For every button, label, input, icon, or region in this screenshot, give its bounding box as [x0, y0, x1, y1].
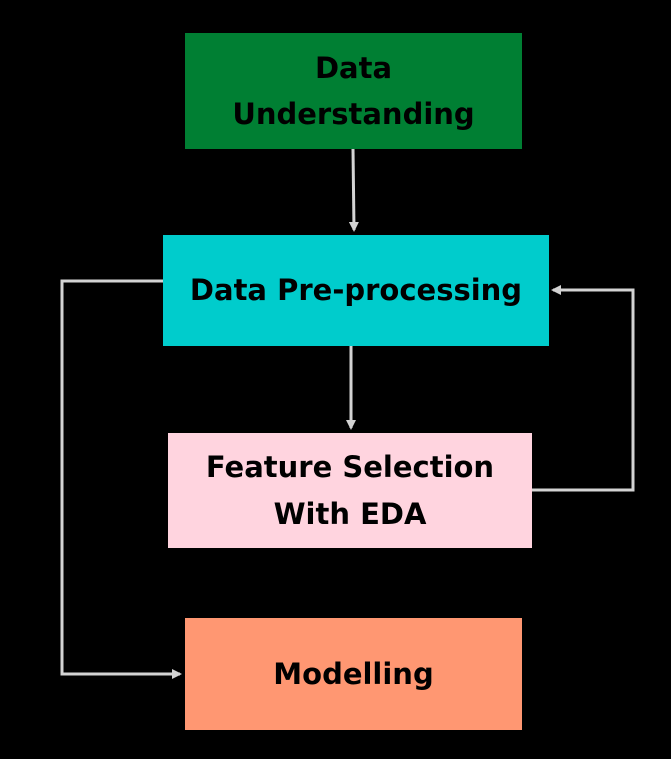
node-modelling: Modelling — [185, 618, 522, 730]
node-feature-selection: Feature Selection With EDA — [168, 433, 532, 548]
node-feature-selection-label: Feature Selection With EDA — [205, 450, 495, 531]
node-data-understanding: Data Understanding — [185, 33, 522, 149]
arrow-preprocessing-to-modelling — [60, 279, 182, 679]
node-modelling-label: Modelling — [273, 656, 434, 691]
node-data-preprocessing: Data Pre-processing — [163, 235, 549, 346]
node-data-preprocessing-label: Data Pre-processing — [189, 273, 523, 308]
arrow-understanding-to-preprocessing — [348, 148, 359, 232]
arrow-feature-to-preprocessing — [532, 285, 635, 492]
node-data-understanding-label: Data Understanding — [232, 50, 475, 131]
